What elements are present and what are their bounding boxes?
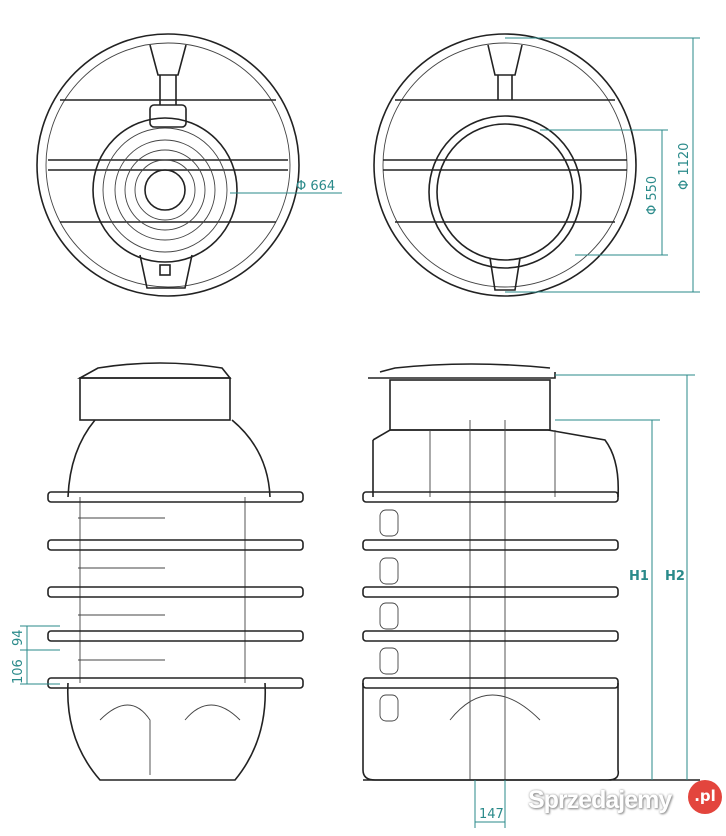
- top-view-open: [373, 33, 637, 297]
- dim-h1: H1: [629, 569, 649, 584]
- ribs: [362, 491, 619, 689]
- dimension-lines: [20, 37, 700, 828]
- dim-base-width: 147: [479, 807, 504, 822]
- dim-h2: H2: [665, 569, 685, 584]
- dim-rib-spacing-b: 106: [11, 659, 26, 684]
- side-view-left: [47, 362, 304, 781]
- side-view-right: [362, 363, 700, 781]
- dim-tank-diameter: Φ 1120: [677, 143, 692, 190]
- watermark-badge: .pl: [688, 780, 722, 814]
- watermark-logo: Sprzedajemy: [528, 786, 672, 814]
- dim-inlet-diameter: Φ 550: [645, 176, 660, 215]
- dim-manhole-diameter: Φ 664: [296, 179, 335, 194]
- top-view-lid: [36, 33, 300, 297]
- dim-rib-spacing-a: 94: [11, 629, 26, 646]
- ribs: [47, 491, 304, 689]
